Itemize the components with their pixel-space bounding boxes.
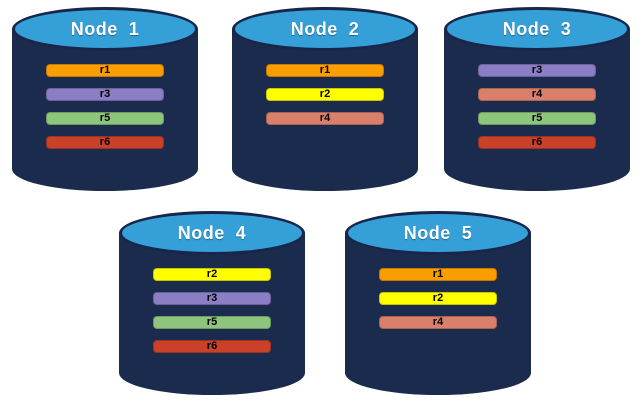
replica-label: r3 xyxy=(206,292,218,304)
replica-label: r5 xyxy=(206,316,218,328)
replica-label: r2 xyxy=(432,292,444,304)
node-title: Node 5 xyxy=(403,222,473,243)
replica-bar: r6 xyxy=(46,136,164,149)
cylinder-top-ellipse: Node 3 xyxy=(444,7,630,51)
node-title: Node 1 xyxy=(70,18,140,39)
replica-bar: r4 xyxy=(266,112,384,125)
replica-label: r1 xyxy=(432,268,444,280)
node-title: Node 2 xyxy=(290,18,360,39)
cylinder-top-ellipse: Node 5 xyxy=(345,211,531,255)
database-node: Node 1 r1 r3 r5 r6 xyxy=(12,7,198,191)
replica-label: r6 xyxy=(206,340,218,352)
replica-label: r5 xyxy=(531,112,543,124)
replica-bar: r3 xyxy=(153,292,271,305)
replica-bar: r1 xyxy=(46,64,164,77)
replica-list: r1 r2 r4 xyxy=(379,268,497,329)
replica-bar: r1 xyxy=(379,268,497,281)
replica-label: r6 xyxy=(99,136,111,148)
cylinder-body xyxy=(119,233,305,395)
database-node: Node 4 r2 r3 r5 r6 xyxy=(119,211,305,395)
database-node: Node 3 r3 r4 r5 r6 xyxy=(444,7,630,191)
replica-list: r1 r3 r5 r6 xyxy=(46,64,164,149)
replica-label: r1 xyxy=(319,64,331,76)
database-node: Node 5 r1 r2 r4 xyxy=(345,211,531,395)
replica-label: r4 xyxy=(319,112,331,124)
replica-label: r4 xyxy=(531,88,543,100)
replica-label: r3 xyxy=(531,64,543,76)
replica-bar: r5 xyxy=(46,112,164,125)
cylinder-body xyxy=(345,233,531,395)
replica-bar: r1 xyxy=(266,64,384,77)
cylinder-top-ellipse: Node 2 xyxy=(232,7,418,51)
cylinder-top-ellipse: Node 4 xyxy=(119,211,305,255)
replica-bar: r5 xyxy=(153,316,271,329)
replica-label: r1 xyxy=(99,64,111,76)
replica-bar: r6 xyxy=(153,340,271,353)
replica-bar: r2 xyxy=(379,292,497,305)
replica-bar: r6 xyxy=(478,136,596,149)
node-title: Node 3 xyxy=(502,18,572,39)
replica-bar: r2 xyxy=(153,268,271,281)
replica-list: r1 r2 r4 xyxy=(266,64,384,125)
replica-label: r2 xyxy=(319,88,331,100)
replica-bar: r3 xyxy=(478,64,596,77)
replica-bar: r3 xyxy=(46,88,164,101)
replica-label: r2 xyxy=(206,268,218,280)
cylinder-body xyxy=(232,29,418,191)
database-node: Node 2 r1 r2 r4 xyxy=(232,7,418,191)
node-title: Node 4 xyxy=(177,222,247,243)
replica-label: r3 xyxy=(99,88,111,100)
replica-list: r2 r3 r5 r6 xyxy=(153,268,271,353)
cylinder-body xyxy=(12,29,198,191)
replica-bar: r4 xyxy=(478,88,596,101)
cylinder-top-ellipse: Node 1 xyxy=(12,7,198,51)
cylinder-body xyxy=(444,29,630,191)
replica-bar: r5 xyxy=(478,112,596,125)
replica-list: r3 r4 r5 r6 xyxy=(478,64,596,149)
replica-label: r4 xyxy=(432,316,444,328)
replica-bar: r2 xyxy=(266,88,384,101)
replica-bar: r4 xyxy=(379,316,497,329)
replica-label: r5 xyxy=(99,112,111,124)
replica-label: r6 xyxy=(531,136,543,148)
